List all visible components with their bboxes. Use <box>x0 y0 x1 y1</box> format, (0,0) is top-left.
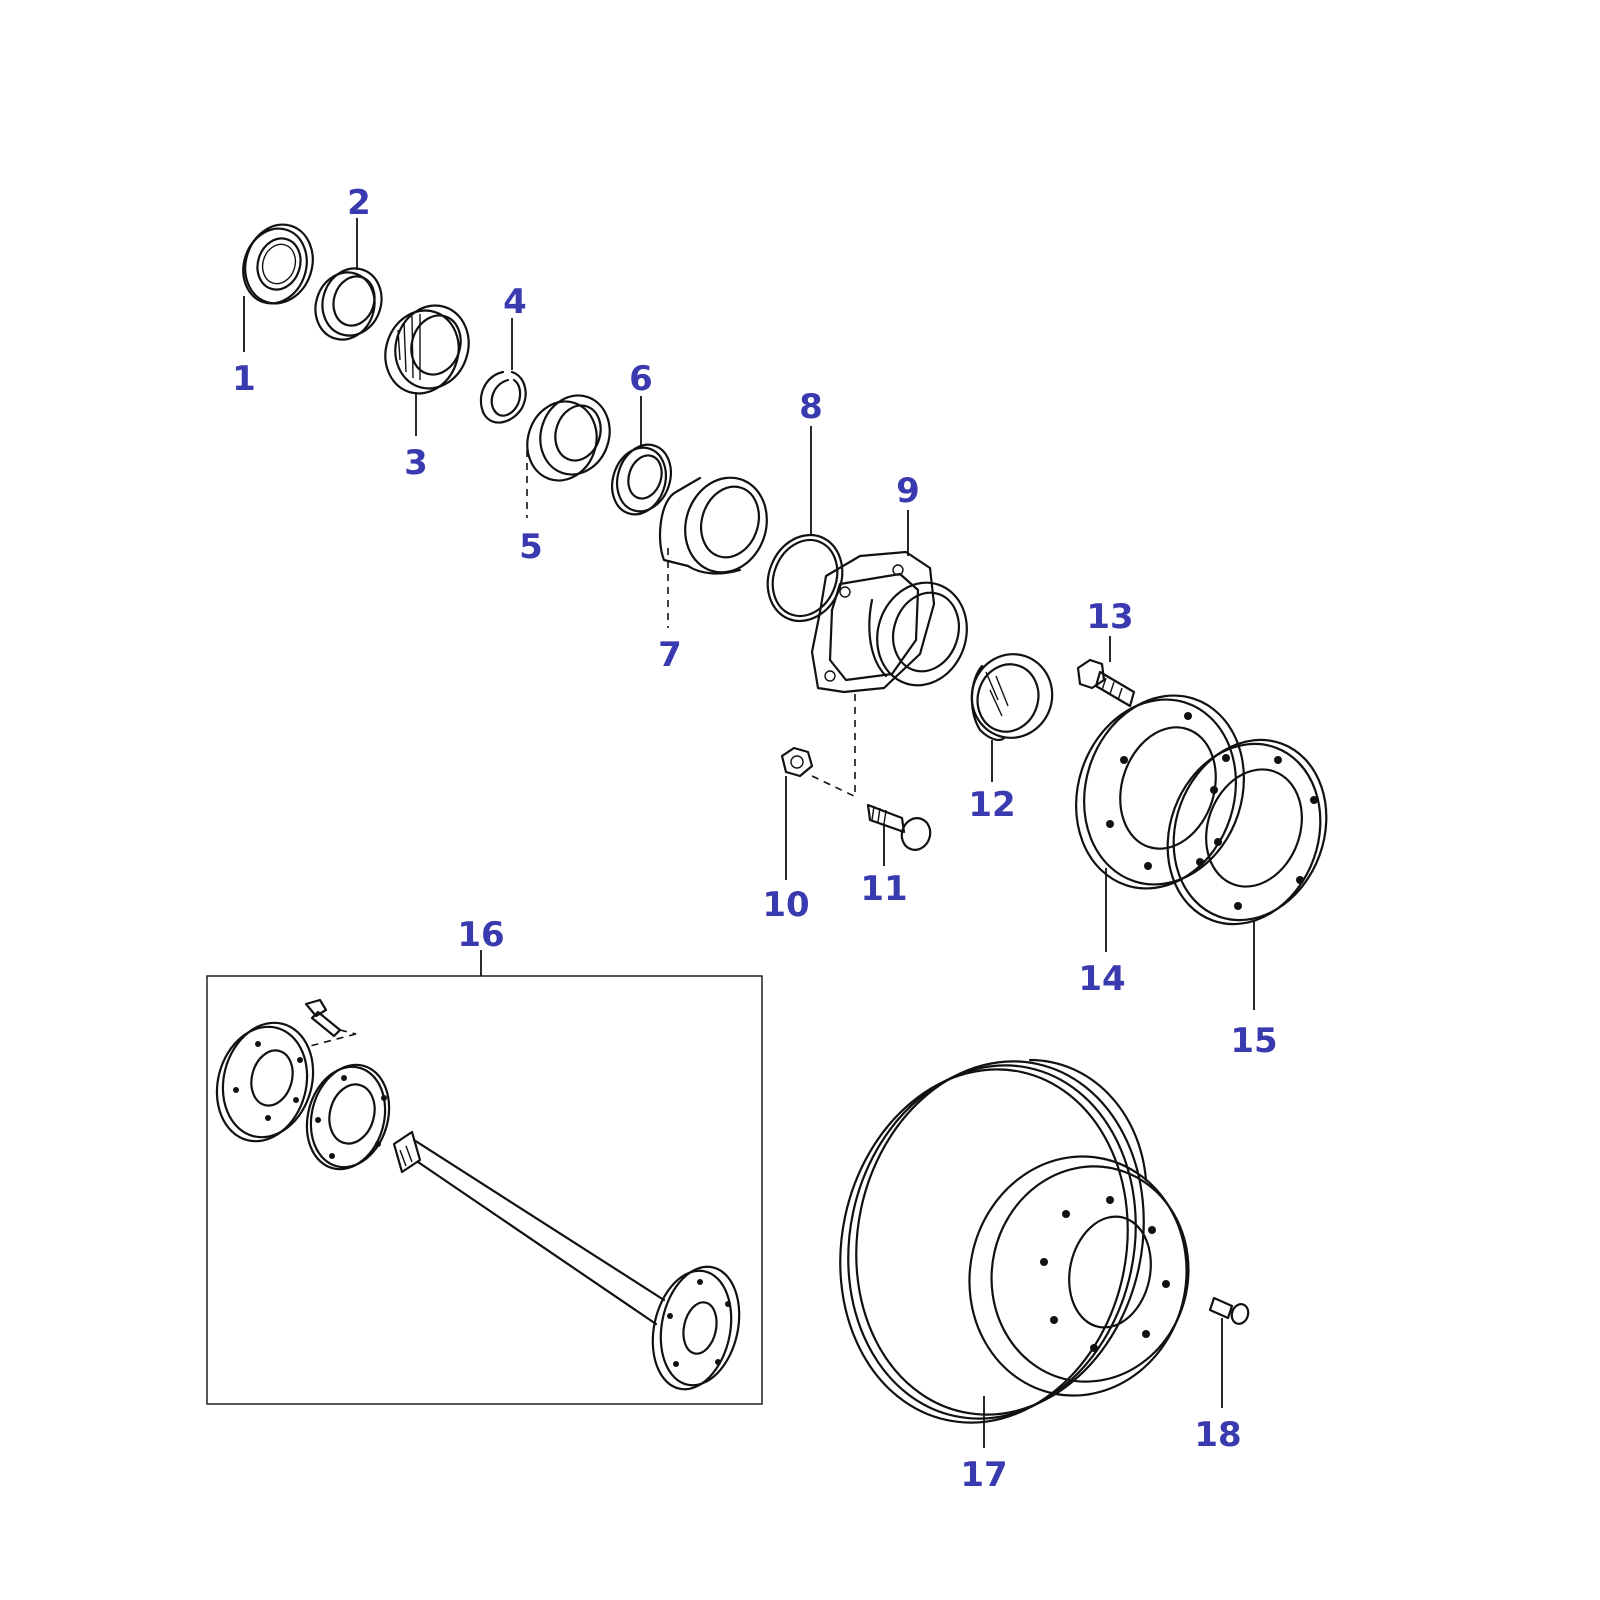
part-18-bolt <box>1208 1296 1250 1408</box>
part-14-flange-gasket <box>1075 694 1245 952</box>
part-9-bearing-housing <box>810 510 968 795</box>
callout-3: 3 <box>404 443 428 483</box>
part-13-bolt <box>1076 636 1136 708</box>
callout-18: 18 <box>1194 1415 1241 1455</box>
callout-11: 11 <box>860 869 907 909</box>
part-8-o-ring <box>766 426 844 623</box>
part-11-bolt <box>866 803 932 866</box>
callout-2: 2 <box>347 183 371 223</box>
part-6-seal-ring <box>611 396 672 516</box>
part-10-nut <box>780 746 857 880</box>
callout-7: 7 <box>658 635 682 675</box>
part-5-spacer <box>526 394 611 518</box>
callout-14: 14 <box>1078 959 1125 999</box>
part-16-axle-shaft-assembly <box>206 950 763 1405</box>
part-17-brake-drum <box>839 1058 1190 1448</box>
callout-15: 15 <box>1230 1021 1277 1061</box>
part-12-boot <box>970 653 1054 782</box>
callout-4: 4 <box>503 282 527 322</box>
part-15-flange-plate <box>1166 738 1328 1010</box>
callout-labels: 1 2 3 4 5 6 7 8 9 10 11 12 13 14 15 16 1… <box>232 183 1278 1495</box>
callout-8: 8 <box>799 387 823 427</box>
callout-17: 17 <box>960 1455 1007 1495</box>
callout-13: 13 <box>1086 597 1133 637</box>
callout-9: 9 <box>896 471 920 511</box>
callout-10: 10 <box>762 885 809 925</box>
callout-6: 6 <box>629 359 653 399</box>
callout-12: 12 <box>968 785 1015 825</box>
part-1-oil-seal <box>242 223 314 352</box>
assembly-box <box>206 975 763 1405</box>
part-2-bearing-race <box>314 218 383 341</box>
callout-16: 16 <box>457 915 504 955</box>
part-3-roller-bearing <box>384 304 470 436</box>
part-7-bearing-sleeve <box>658 476 768 628</box>
callout-1: 1 <box>232 359 256 399</box>
callout-5: 5 <box>519 527 543 567</box>
part-4-snap-ring <box>479 318 527 424</box>
